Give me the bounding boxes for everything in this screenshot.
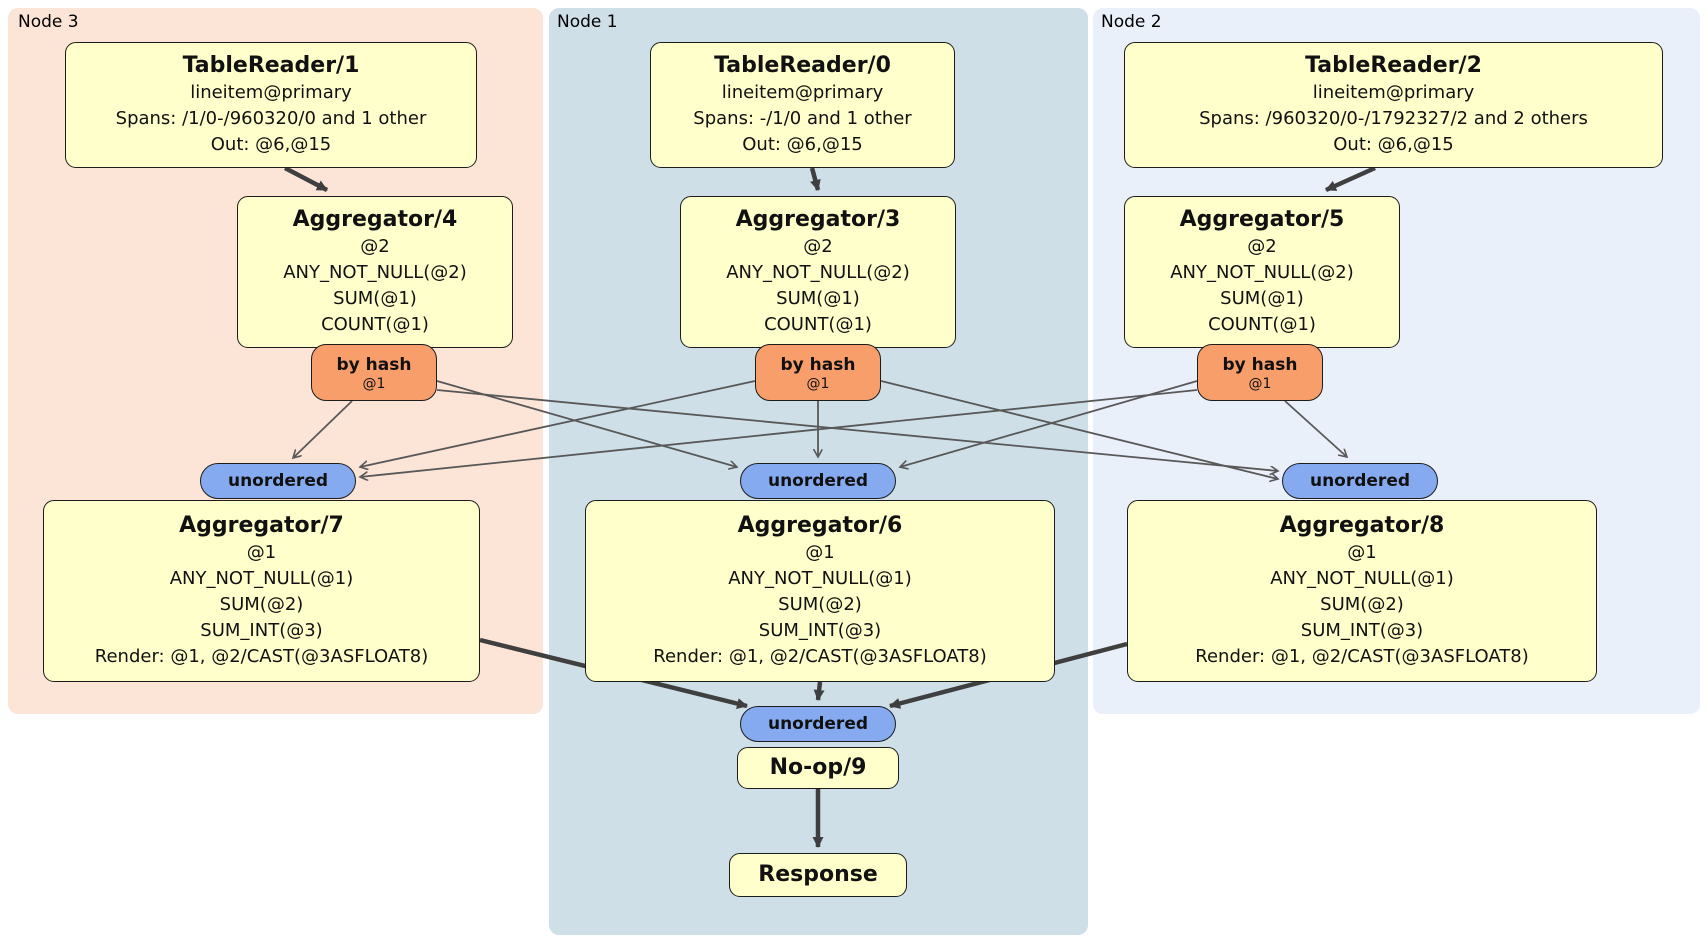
processor-aggregator-7: Aggregator/7 @1 ANY_NOT_NULL(@1) SUM(@2)…: [43, 500, 480, 682]
processor-detail: SUM(@1): [333, 288, 417, 309]
processor-title: TableReader/0: [714, 53, 891, 78]
processor-noop-9: No-op/9: [737, 747, 899, 789]
processor-title: Aggregator/5: [1179, 207, 1345, 232]
processor-title: No-op/9: [769, 755, 867, 780]
router-by-hash-node1: by hash @1: [755, 344, 881, 401]
edge: [900, 380, 1198, 467]
processor-detail: @2: [803, 236, 833, 257]
sync-unordered-final: unordered: [740, 706, 896, 742]
processor-detail: ANY_NOT_NULL(@2): [726, 262, 910, 283]
processor-detail: SUM_INT(@3): [758, 620, 882, 641]
processor-detail: Out: @6,@15: [742, 134, 863, 155]
processor-detail: SUM(@2): [219, 594, 304, 615]
processor-detail: ANY_NOT_NULL(@2): [283, 262, 467, 283]
node2-label: Node 2: [1101, 12, 1162, 32]
processor-detail: Spans: -/1/0 and 1 other: [693, 108, 912, 129]
router-arg: @1: [362, 375, 386, 392]
response-box: Response: [729, 853, 907, 897]
processor-title: Aggregator/7: [179, 513, 344, 538]
processor-tablereader-1: TableReader/1 lineitem@primary Spans: /1…: [65, 42, 477, 168]
edge: [1325, 165, 1376, 193]
processor-detail: Render: @1, @2/CAST(@3ASFLOAT8): [1195, 646, 1529, 667]
processor-detail: SUM(@2): [1320, 594, 1404, 615]
processor-detail: @1: [1347, 542, 1377, 563]
hash-router-edges: [293, 380, 1347, 479]
router-by-hash-node2: by hash @1: [1197, 344, 1323, 401]
processor-detail: lineitem@primary: [721, 82, 884, 103]
sync-unordered-node2: unordered: [1282, 463, 1438, 499]
processor-detail: SUM(@1): [1220, 288, 1304, 309]
edge: [283, 166, 329, 192]
sync-label: unordered: [767, 471, 869, 491]
processor-detail: SUM_INT(@3): [200, 620, 323, 641]
edge: [813, 681, 825, 701]
processor-aggregator-8: Aggregator/8 @1 ANY_NOT_NULL(@1) SUM(@2)…: [1127, 500, 1597, 682]
processor-detail: ANY_NOT_NULL(@2): [1170, 262, 1354, 283]
processor-detail: Spans: /1/0-/960320/0 and 1 other: [115, 108, 427, 129]
processor-title: Aggregator/8: [1279, 513, 1445, 538]
router-label: by hash: [1222, 354, 1298, 375]
edge: [880, 380, 1278, 479]
edge: [1284, 400, 1347, 457]
processor-detail: ANY_NOT_NULL(@1): [169, 568, 354, 589]
processor-title: Aggregator/6: [737, 513, 903, 538]
sync-unordered-node3: unordered: [200, 463, 356, 499]
processor-detail: @2: [1247, 236, 1277, 257]
router-arg: @1: [1248, 375, 1272, 392]
node3-label: Node 3: [18, 12, 79, 32]
router-label: by hash: [780, 354, 856, 375]
processor-tablereader-2: TableReader/2 lineitem@primary Spans: /9…: [1124, 42, 1663, 168]
processor-detail: ANY_NOT_NULL(@1): [728, 568, 912, 589]
router-arg: @1: [806, 375, 830, 392]
processor-title: Aggregator/3: [735, 207, 901, 232]
processor-detail: Out: @6,@15: [210, 134, 332, 155]
sync-label: unordered: [1309, 471, 1411, 491]
sync-unordered-node1: unordered: [740, 463, 896, 499]
router-by-hash-node3: by hash @1: [311, 344, 437, 401]
processor-title: Aggregator/4: [292, 207, 458, 232]
processor-aggregator-6: Aggregator/6 @1 ANY_NOT_NULL(@1) SUM(@2)…: [585, 500, 1055, 682]
processor-detail: lineitem@primary: [1312, 82, 1475, 103]
sync-label: unordered: [767, 714, 869, 734]
processor-detail: COUNT(@1): [1208, 314, 1316, 335]
router-label: by hash: [336, 354, 412, 375]
processor-detail: @1: [805, 542, 835, 563]
edge: [360, 389, 1198, 477]
sync-label: unordered: [227, 471, 329, 491]
processor-aggregator-3: Aggregator/3 @2 ANY_NOT_NULL(@2) SUM(@1)…: [680, 196, 956, 348]
processor-detail: SUM(@2): [778, 594, 862, 615]
processor-detail: Spans: /960320/0-/1792327/2 and 2 others: [1199, 108, 1588, 129]
processor-detail: Render: @1, @2/CAST(@3ASFLOAT8): [653, 646, 987, 667]
processor-detail: COUNT(@1): [764, 314, 872, 335]
processor-detail: ANY_NOT_NULL(@1): [1270, 568, 1454, 589]
node1-label: Node 1: [557, 12, 618, 32]
processor-detail: @2: [360, 236, 390, 257]
processor-detail: Render: @1, @2/CAST(@3ASFLOAT8): [94, 646, 429, 667]
processor-detail: SUM(@1): [776, 288, 860, 309]
processor-detail: Out: @6,@15: [1333, 134, 1454, 155]
edge: [809, 167, 821, 191]
edge: [436, 389, 1278, 471]
processor-aggregator-5: Aggregator/5 @2 ANY_NOT_NULL(@2) SUM(@1)…: [1124, 196, 1400, 348]
processor-aggregator-4: Aggregator/4 @2 ANY_NOT_NULL(@2) SUM(@1)…: [237, 196, 513, 348]
processor-detail: COUNT(@1): [321, 314, 429, 335]
processor-title: Response: [758, 862, 878, 887]
processor-tablereader-0: TableReader/0 lineitem@primary Spans: -/…: [650, 42, 955, 168]
processor-detail: @1: [246, 542, 277, 563]
edge: [360, 380, 756, 467]
processor-title: TableReader/2: [1305, 53, 1482, 78]
edge: [293, 400, 353, 458]
processor-detail: lineitem@primary: [190, 82, 352, 103]
processor-detail: SUM_INT(@3): [1300, 620, 1424, 641]
processor-title: TableReader/1: [182, 53, 360, 78]
